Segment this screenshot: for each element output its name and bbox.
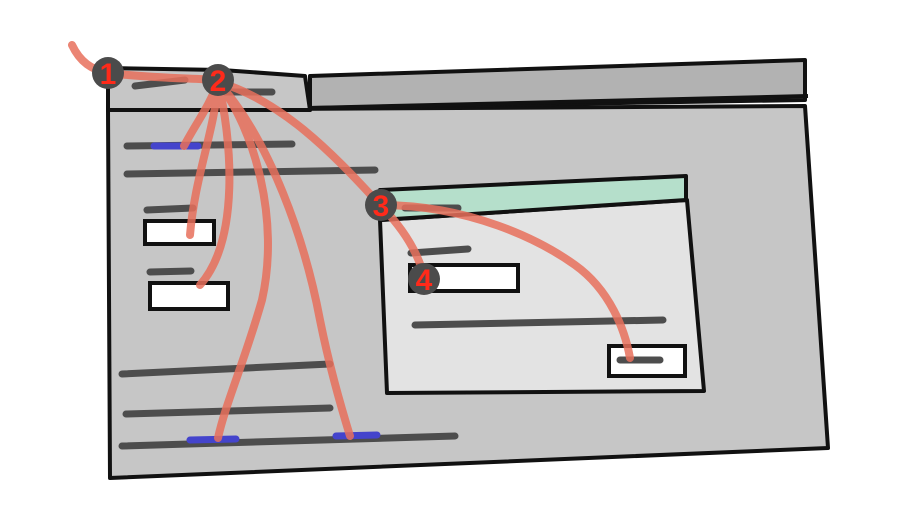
text-line bbox=[123, 166, 379, 178]
marker-4-circle bbox=[408, 263, 440, 295]
focus-path-2-to-link-2 bbox=[214, 78, 272, 442]
marker-2-label: 2 bbox=[210, 65, 227, 98]
marker-1: 1 bbox=[92, 57, 124, 91]
dialog-field-label bbox=[407, 245, 472, 257]
field-label-1 bbox=[143, 204, 197, 214]
marker-1-circle bbox=[92, 57, 124, 89]
focus-paths bbox=[68, 41, 634, 442]
focus-path-2-to-input-1 bbox=[186, 78, 222, 239]
marker-3-circle bbox=[365, 189, 397, 221]
marker-3-label: 3 bbox=[373, 190, 390, 223]
tab-bar-edge bbox=[309, 94, 809, 110]
form-content bbox=[118, 140, 459, 450]
marker-4-label: 4 bbox=[416, 264, 433, 297]
text-line bbox=[118, 432, 459, 450]
marker-4: 4 bbox=[408, 263, 440, 297]
tab-bar bbox=[308, 58, 807, 110]
field-label-2 bbox=[146, 267, 195, 276]
marker-2: 2 bbox=[202, 64, 234, 98]
text-line bbox=[118, 360, 334, 378]
dialog-text-line bbox=[411, 316, 667, 329]
inline-link-3[interactable] bbox=[332, 431, 381, 440]
text-input-2[interactable] bbox=[148, 281, 230, 311]
focus-path-2-to-3 bbox=[214, 78, 384, 209]
focus-path-2-to-input-2 bbox=[196, 78, 234, 289]
marker-2-circle bbox=[202, 64, 234, 96]
focus-path-3-to-button bbox=[376, 201, 634, 362]
marker-1-label: 1 bbox=[100, 58, 117, 91]
focus-path-2-to-link-3 bbox=[214, 78, 354, 440]
marker-3: 3 bbox=[365, 189, 397, 223]
text-input-1[interactable] bbox=[143, 219, 216, 246]
inline-link-2[interactable] bbox=[186, 435, 240, 444]
